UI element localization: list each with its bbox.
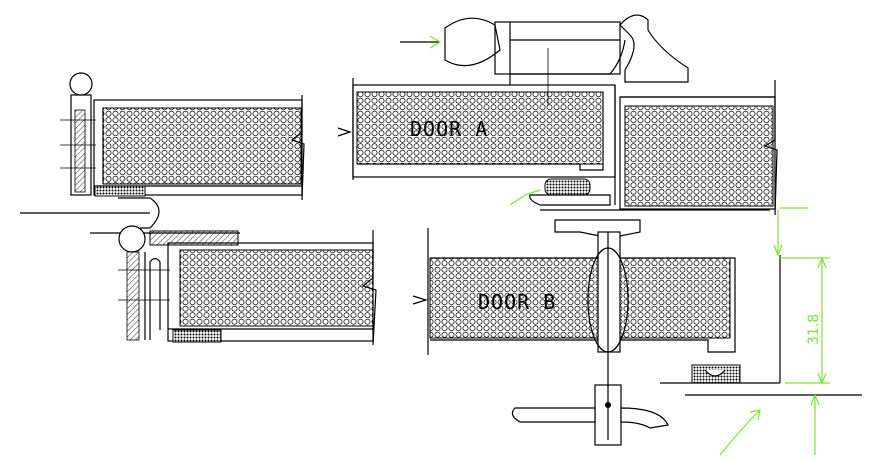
hinge-hatch [74, 109, 86, 193]
arrow-bottom [719, 409, 761, 456]
gasket [172, 329, 222, 343]
insulation-core [102, 107, 302, 185]
gasket [94, 185, 146, 197]
door-b-handle-left [511, 407, 596, 423]
insulation-core [179, 249, 374, 327]
dimension-value: 31.8 [806, 314, 822, 345]
door-a-detail: DOOR A [337, 14, 778, 216]
hinge-detail-top-left [20, 72, 305, 229]
door-a-frame [619, 96, 776, 210]
door-b-detail: DOOR B [412, 219, 862, 446]
handle-body [494, 21, 621, 75]
top-rail [149, 230, 239, 246]
door-a-seal [544, 178, 591, 196]
door-b-label: DOOR B [478, 290, 556, 314]
door-b-core [429, 257, 731, 339]
door-a-label: DOOR A [410, 117, 488, 141]
door-b-handle-right [620, 407, 669, 429]
hinge-knob [69, 72, 93, 96]
door-b-post [597, 231, 621, 353]
jamb-hatch [126, 251, 140, 341]
frame-core [624, 105, 774, 207]
hinge-detail-bottom-left [90, 225, 377, 346]
seal-curve [118, 197, 160, 229]
door-panel-left [93, 99, 303, 196]
dimension-annotation: 31.8 [719, 207, 830, 456]
handle-knob [444, 17, 501, 67]
hinge-knob [118, 225, 146, 253]
latch-hook [619, 14, 689, 83]
arrow-seal [509, 189, 541, 206]
arrow-handle [429, 35, 442, 49]
door-a-core [356, 91, 604, 165]
